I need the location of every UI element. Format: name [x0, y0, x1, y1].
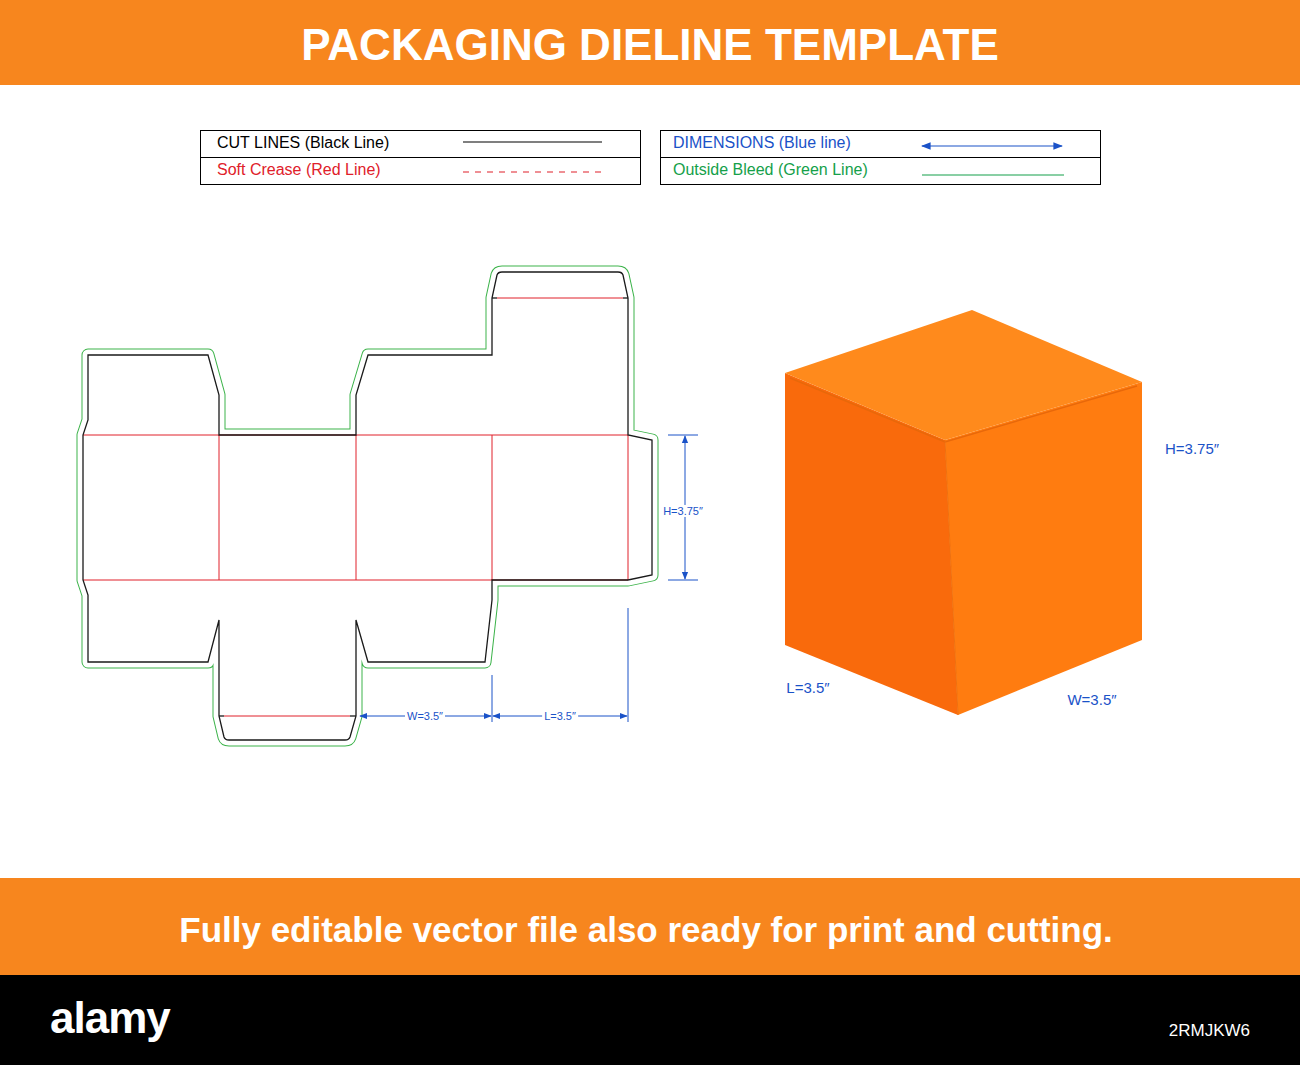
dimension-label: L=3.5″	[786, 680, 829, 697]
dimension-label: W=3.5″	[1067, 692, 1116, 709]
bleed-line-sample	[922, 174, 1064, 175]
dimension-label: L=3.5″	[542, 710, 578, 722]
dimension-label: H=3.75″	[661, 505, 705, 517]
footer-bar	[0, 975, 1300, 1065]
dimension-line-sample	[922, 145, 1062, 146]
dieline	[83, 272, 652, 740]
legend-text: DIMENSIONS (Blue line)	[673, 134, 851, 152]
page-title: PACKAGING DIELINE TEMPLATE	[301, 21, 999, 69]
legend-text: Soft Crease (Red Line)	[217, 161, 381, 179]
bleed-outline	[83, 272, 652, 740]
header-bar	[0, 0, 1300, 85]
page-caption: Fully editable vector file also ready fo…	[179, 911, 1113, 950]
crease-line-sample	[463, 171, 602, 172]
dimension-label: W=3.5″	[405, 710, 445, 722]
bleed-mask	[83, 272, 652, 740]
image-id: 2RMJKW6	[1169, 1022, 1250, 1041]
legend-text: Outside Bleed (Green Line)	[673, 161, 868, 179]
caption-bar	[0, 878, 1300, 975]
cut-line-sample	[463, 141, 602, 142]
cut-outline	[83, 272, 652, 740]
legend-table	[200, 131, 1101, 185]
dimension-lines	[360, 435, 698, 722]
watermark-logo: alamy	[50, 994, 170, 1042]
legend-text: CUT LINES (Black Line)	[217, 134, 389, 152]
cut-lines	[219, 298, 628, 716]
box-illustration	[785, 310, 1142, 715]
dimension-label: H=3.75″	[1165, 441, 1219, 458]
